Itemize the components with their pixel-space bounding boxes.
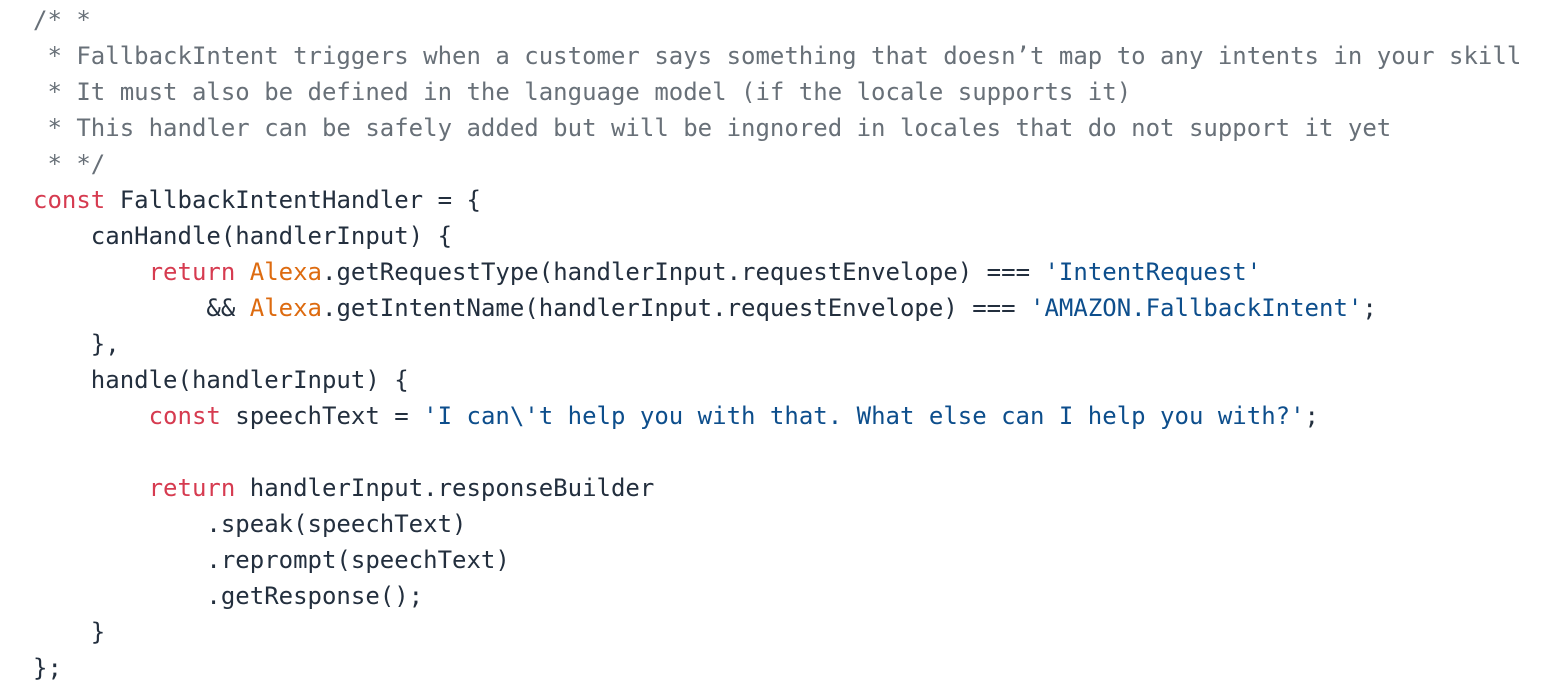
code-line: .reprompt(speechText): [33, 542, 1550, 578]
code-token-keyword: return: [148, 474, 236, 502]
code-token-keyword: return: [148, 258, 236, 286]
code-token-default: .getRequestType(handlerInput.requestEnve…: [322, 258, 1045, 286]
code-token-default: .speak(speechText): [33, 510, 467, 538]
code-token-comment: * FallbackIntent triggers when a custome…: [33, 42, 1522, 70]
code-token-keyword: const: [33, 186, 106, 214]
code-line: },: [33, 326, 1550, 362]
code-line: * It must also be defined in the languag…: [33, 74, 1550, 110]
code-line: /* *: [33, 2, 1550, 38]
code-line: };: [33, 650, 1550, 686]
code-token-comment: * */: [33, 150, 106, 178]
code-line: }: [33, 614, 1550, 650]
code-line: canHandle(handlerInput) {: [33, 218, 1550, 254]
code-line: const FallbackIntentHandler = {: [33, 182, 1550, 218]
code-line: .speak(speechText): [33, 506, 1550, 542]
code-line: return Alexa.getRequestType(handlerInput…: [33, 254, 1550, 290]
code-line: && Alexa.getIntentName(handlerInput.requ…: [33, 290, 1550, 326]
code-token-string: 'AMAZON.FallbackIntent': [1030, 294, 1363, 322]
code-token-default: handlerInput.responseBuilder: [235, 474, 655, 502]
code-token-default: .getResponse();: [33, 582, 424, 610]
code-token-default: ;: [1304, 402, 1319, 430]
code-token-default: FallbackIntentHandler = {: [105, 186, 481, 214]
code-token-string: 'IntentRequest': [1044, 258, 1262, 286]
code-token-default: [33, 474, 149, 502]
code-line: handle(handlerInput) {: [33, 362, 1550, 398]
code-token-default: speechText =: [220, 402, 424, 430]
code-token-keyword: const: [148, 402, 221, 430]
code-line: return handlerInput.responseBuilder: [33, 470, 1550, 506]
code-token-string: 'I can\'t help you with that. What else …: [423, 402, 1305, 430]
code-token-default: [33, 258, 149, 286]
code-token-default: ;: [1362, 294, 1377, 322]
code-line: .getResponse();: [33, 578, 1550, 614]
code-line: * This handler can be safely added but w…: [33, 110, 1550, 146]
code-line: * */: [33, 146, 1550, 182]
code-token-default: };: [33, 654, 62, 682]
code-line: [33, 434, 1550, 470]
code-token-default: }: [33, 618, 106, 646]
code-token-default: },: [33, 330, 120, 358]
code-token-default: .getIntentName(handlerInput.requestEnvel…: [322, 294, 1031, 322]
code-token-default: handle(handlerInput) {: [33, 366, 409, 394]
code-token-comment: * It must also be defined in the languag…: [33, 78, 1132, 106]
code-line: const speechText = 'I can\'t help you wi…: [33, 398, 1550, 434]
code-line: * FallbackIntent triggers when a custome…: [33, 38, 1550, 74]
code-token-class: Alexa: [249, 258, 322, 286]
code-token-class: Alexa: [249, 294, 322, 322]
code-token-default: [33, 402, 149, 430]
code-token-default: &&: [33, 294, 250, 322]
code-token-default: .reprompt(speechText): [33, 546, 510, 574]
code-token-comment: /* *: [33, 6, 91, 34]
code-token-default: [235, 258, 249, 286]
code-token-default: canHandle(handlerInput) {: [33, 222, 453, 250]
code-token-comment: * This handler can be safely added but w…: [33, 114, 1392, 142]
